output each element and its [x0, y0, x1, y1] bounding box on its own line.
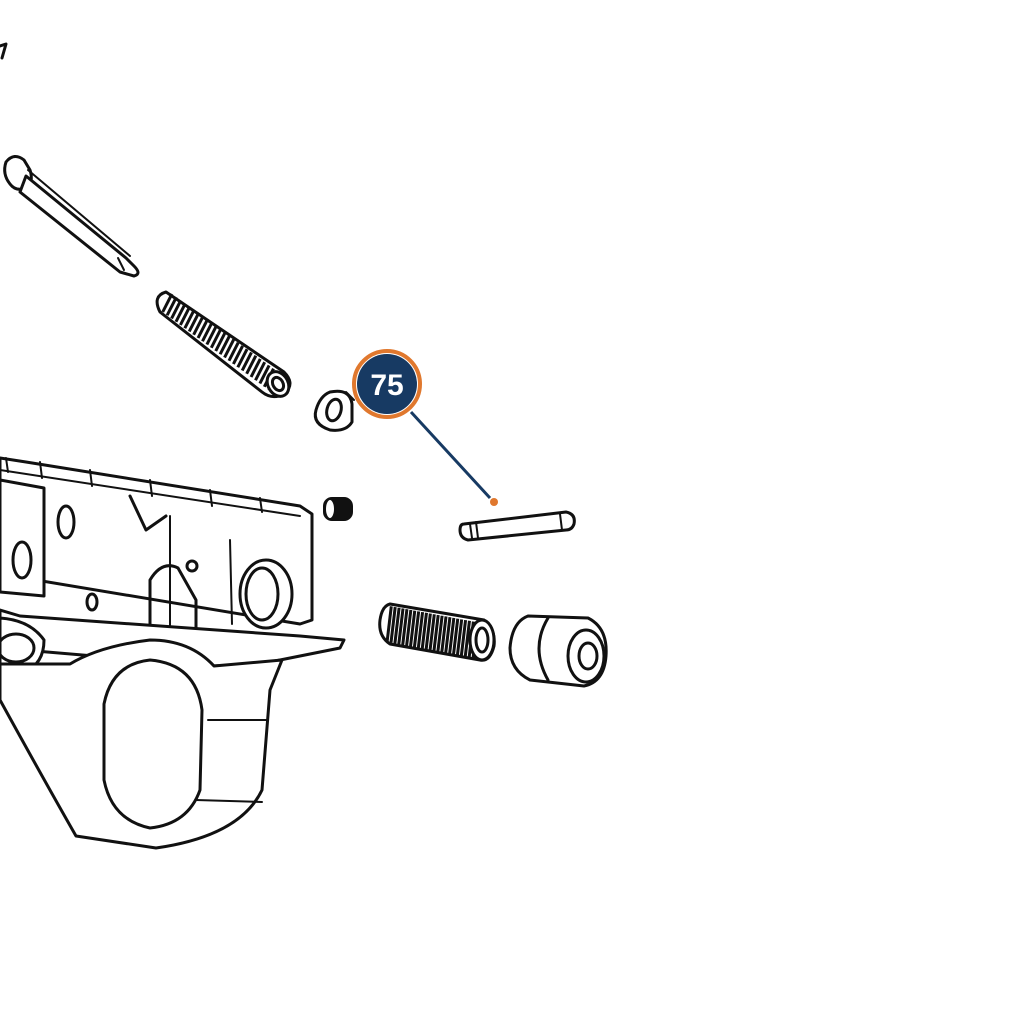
trigger-housing	[0, 456, 346, 850]
callout-circle	[357, 354, 417, 414]
lower-spring	[378, 602, 496, 662]
small-plunger	[313, 389, 355, 432]
set-screw	[323, 497, 353, 521]
corner-fragment	[0, 42, 8, 60]
long-pin	[3, 155, 140, 278]
bushing	[508, 614, 608, 688]
upper-spring	[155, 290, 292, 399]
callout-badge-75[interactable]: 75	[352, 349, 422, 419]
roll-pin-part-75	[458, 510, 576, 542]
callout-ring	[352, 349, 422, 419]
callout-target-dot	[490, 498, 498, 506]
callout-number: 75	[370, 369, 403, 402]
callout-leader-line	[409, 410, 492, 500]
